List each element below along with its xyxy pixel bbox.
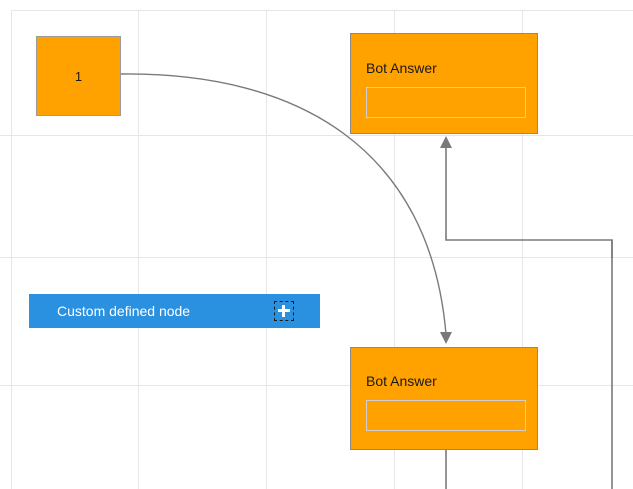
node-start[interactable]: 1 <box>36 36 121 116</box>
plus-glyph <box>278 305 290 317</box>
node-bot-answer-top-slot[interactable] <box>366 87 526 118</box>
node-bot-answer-bottom[interactable]: Bot Answer <box>350 347 538 450</box>
edge-start-arrowhead <box>440 332 452 344</box>
edge-loop-back-arrowhead <box>440 136 452 148</box>
node-bot-answer-bottom-title: Bot Answer <box>366 373 437 389</box>
node-bot-answer-bottom-slot[interactable] <box>366 400 526 431</box>
node-custom-defined-label: Custom defined node <box>57 303 191 319</box>
node-bot-answer-top[interactable]: Bot Answer <box>350 33 538 134</box>
node-start-label: 1 <box>74 68 83 84</box>
node-custom-defined[interactable]: Custom defined node <box>29 294 320 328</box>
edge-loop-back-to-bot-answer-top <box>445 148 613 258</box>
node-bot-answer-top-title: Bot Answer <box>366 60 437 76</box>
plus-icon[interactable] <box>274 301 294 321</box>
